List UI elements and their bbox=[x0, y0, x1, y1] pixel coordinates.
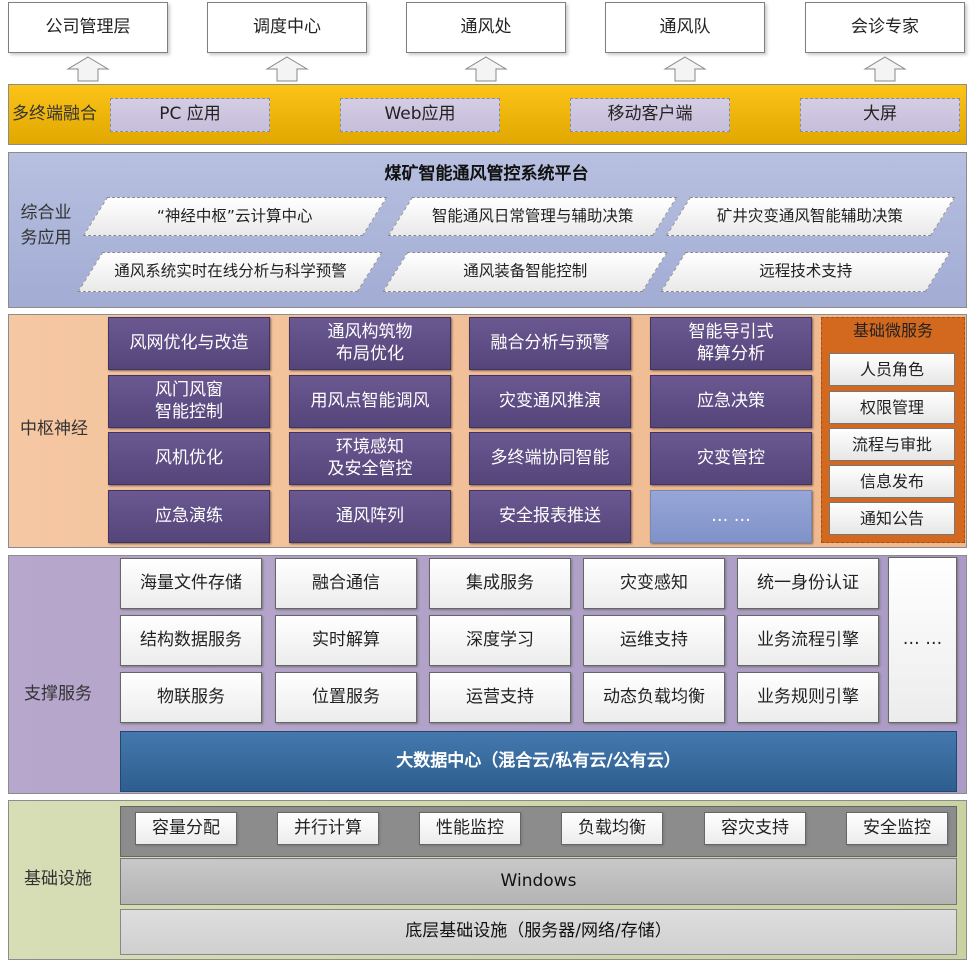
up-arrow-icon bbox=[863, 56, 907, 82]
top-box-4: 会诊专家 bbox=[805, 2, 965, 53]
up-arrow-icon bbox=[66, 56, 110, 82]
support-service: 集成服务 bbox=[429, 558, 571, 609]
up-arrow-icon bbox=[464, 56, 508, 82]
terminal-item: 大屏 bbox=[800, 98, 960, 132]
terminal-item: PC 应用 bbox=[110, 98, 270, 132]
big-data-center: 大数据中心（混合云/私有云/公有云） bbox=[120, 731, 957, 792]
support-service: 结构数据服务 bbox=[120, 615, 262, 666]
core-label: 中枢神经 bbox=[20, 419, 88, 440]
support-service: 业务规则引擎 bbox=[737, 672, 879, 723]
core-module: 用风点智能调风 bbox=[289, 375, 451, 428]
infra-tool: 负载均衡 bbox=[561, 812, 663, 845]
infra-tool: 容量分配 bbox=[135, 812, 237, 845]
infra-tools-row bbox=[120, 806, 957, 857]
business-app: 通风装备智能控制 bbox=[382, 252, 668, 292]
core-module: 融合分析与预警 bbox=[469, 317, 631, 370]
micro-service: 人员角色 bbox=[829, 353, 955, 386]
infra-tool: 容灾支持 bbox=[704, 812, 806, 845]
base-infrastructure: 底层基础设施（服务器/网络/存储） bbox=[120, 909, 957, 955]
core-module: 应急演练 bbox=[108, 490, 270, 543]
core-module: 灾变管控 bbox=[650, 432, 812, 485]
support-service: 灾变感知 bbox=[583, 558, 725, 609]
support-service: 运维支持 bbox=[583, 615, 725, 666]
core-module: 应急决策 bbox=[650, 375, 812, 428]
support-service: 融合通信 bbox=[275, 558, 417, 609]
support-service: 海量文件存储 bbox=[120, 558, 262, 609]
business-app: 智能通风日常管理与辅助决策 bbox=[387, 197, 678, 236]
terminal-item: 移动客户端 bbox=[570, 98, 730, 132]
core-module: 通风阵列 bbox=[289, 490, 451, 543]
infra-label: 基础设施 bbox=[24, 869, 92, 890]
core-module: 智能导引式 解算分析 bbox=[650, 317, 812, 370]
micro-services-title: 基础微服务 bbox=[852, 321, 933, 340]
top-box-1: 调度中心 bbox=[207, 2, 367, 53]
support-service: 运营支持 bbox=[429, 672, 571, 723]
micro-service: 权限管理 bbox=[829, 391, 955, 424]
core-module: 多终端协同智能 bbox=[469, 432, 631, 485]
core-module: 风机优化 bbox=[108, 432, 270, 485]
business-app: “神经中枢”云计算中心 bbox=[82, 197, 388, 236]
core-module: 安全报表推送 bbox=[469, 490, 631, 543]
support-service: 位置服务 bbox=[275, 672, 417, 723]
core-module: 风网优化与改造 bbox=[108, 317, 270, 370]
support-more: … … bbox=[888, 557, 957, 723]
support-label: 支撑服务 bbox=[24, 684, 92, 705]
support-service: 深度学习 bbox=[429, 615, 571, 666]
infra-tool: 并行计算 bbox=[277, 812, 379, 845]
platform-title: 煤矿智能通风管控系统平台 bbox=[384, 164, 589, 185]
terminal-item: Web应用 bbox=[340, 98, 500, 132]
infra-tool: 性能监控 bbox=[419, 812, 521, 845]
up-arrow-icon bbox=[663, 56, 707, 82]
core-module: 风门风窗 智能控制 bbox=[108, 375, 270, 428]
micro-service: 信息发布 bbox=[829, 465, 955, 498]
core-module: … … bbox=[650, 490, 812, 543]
support-service: 物联服务 bbox=[120, 672, 262, 723]
business-app: 远程技术支持 bbox=[660, 252, 951, 292]
top-box-3: 通风队 bbox=[605, 2, 765, 53]
up-arrow-icon bbox=[265, 56, 309, 82]
support-service: 实时解算 bbox=[275, 615, 417, 666]
support-service: 统一身份认证 bbox=[737, 558, 879, 609]
micro-service: 流程与审批 bbox=[829, 428, 955, 461]
business-app: 通风系统实时在线分析与科学预警 bbox=[77, 252, 383, 292]
core-module: 灾变通风推演 bbox=[469, 375, 631, 428]
core-module: 环境感知 及安全管控 bbox=[289, 432, 451, 485]
top-box-0: 公司管理层 bbox=[8, 2, 168, 53]
platform-label: 综合业务应用 bbox=[20, 203, 72, 248]
infra-tool: 安全监控 bbox=[846, 812, 948, 845]
terminal-label: 多终端融合 bbox=[12, 104, 97, 125]
os-layer: Windows bbox=[120, 858, 957, 905]
support-service: 动态负载均衡 bbox=[583, 672, 725, 723]
top-box-2: 通风处 bbox=[406, 2, 566, 53]
support-service: 业务流程引擎 bbox=[737, 615, 879, 666]
core-module: 通风构筑物 布局优化 bbox=[289, 317, 451, 370]
micro-service: 通知公告 bbox=[829, 502, 955, 535]
business-app: 矿井灾变通风智能辅助决策 bbox=[665, 197, 956, 236]
